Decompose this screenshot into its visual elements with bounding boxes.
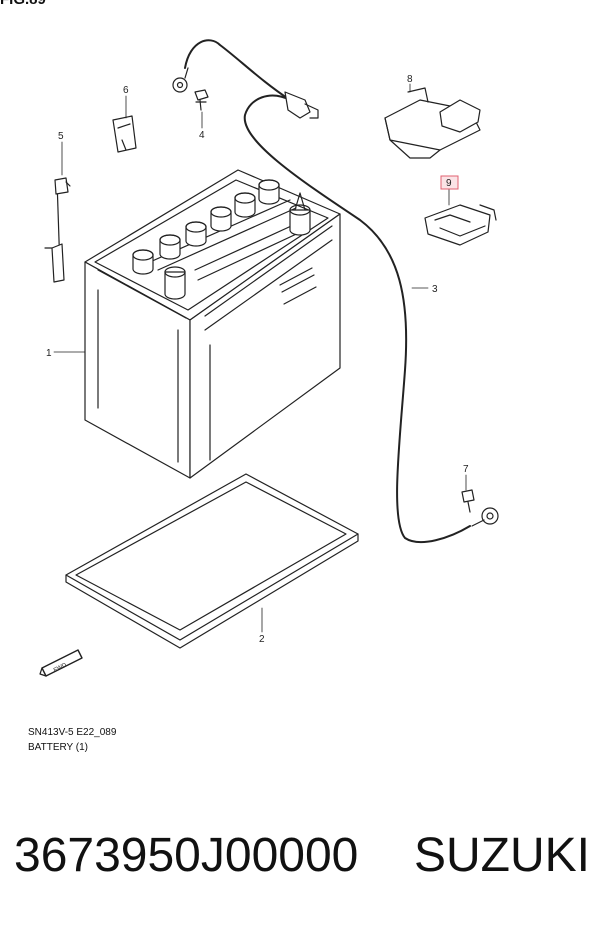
battery-tray — [65, 473, 359, 649]
positive-cable — [172, 39, 471, 543]
callout-9-highlight[interactable] — [440, 175, 459, 190]
clamp-part-6 — [112, 115, 137, 153]
leader-lines — [53, 83, 467, 633]
callout-4[interactable]: 4 — [199, 130, 205, 141]
negative-terminal — [471, 507, 499, 527]
product-info: 3673950J00000 SUZUKI — [0, 828, 600, 898]
bolt-part-7 — [461, 489, 475, 513]
brand-name: SUZUKI — [414, 829, 591, 882]
callout-5[interactable]: 5 — [58, 131, 64, 142]
callout-9[interactable]: 9 — [446, 178, 452, 189]
part-number: 3673950J00000 — [14, 829, 359, 882]
bolt-part-4 — [194, 89, 209, 111]
battery-cell-caps — [132, 179, 311, 300]
terminal-cover-part-8 — [384, 87, 481, 159]
callout-6[interactable]: 6 — [123, 85, 129, 96]
callout-2[interactable]: 2 — [259, 634, 265, 645]
terminal-part-9 — [424, 204, 497, 246]
fwd-arrow — [39, 649, 83, 677]
diagram-code: SN413V-5 E22_089 — [28, 727, 117, 738]
fwd-label: FWD — [53, 662, 68, 674]
diagram-name: BATTERY (1) — [28, 742, 89, 753]
callout-1[interactable]: 1 — [46, 348, 52, 359]
callout-3[interactable]: 3 — [432, 284, 438, 295]
hold-down-rod-part-5 — [44, 177, 71, 283]
battery — [84, 169, 341, 479]
figure-title: FIG.89 — [0, 0, 46, 8]
battery-parts-diagram: 1 2 3 4 5 6 7 8 9 FWD — [39, 39, 499, 677]
callout-8[interactable]: 8 — [407, 74, 413, 85]
callout-7[interactable]: 7 — [463, 464, 469, 475]
